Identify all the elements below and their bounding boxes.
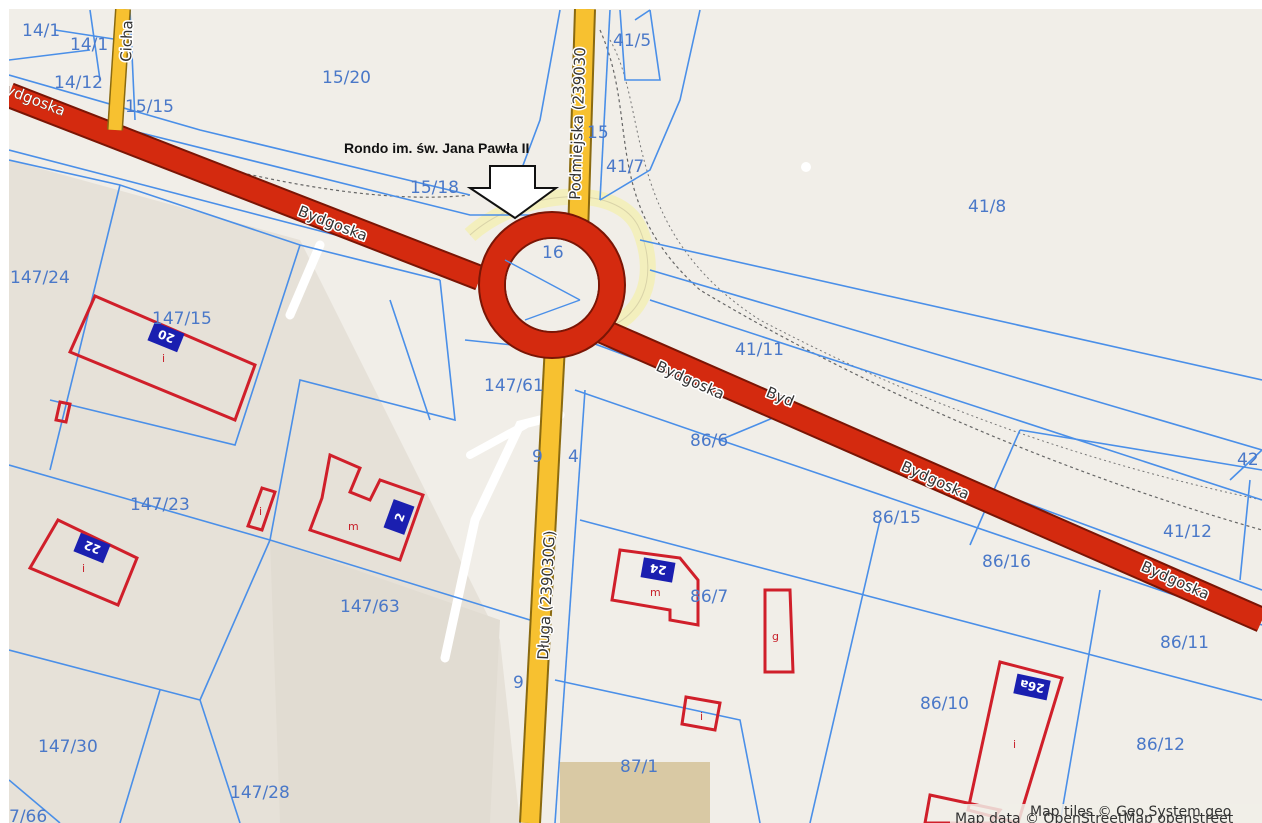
parcel-label: 147/24 bbox=[10, 268, 70, 288]
road-cicha[interactable] bbox=[107, 9, 131, 131]
parcel-label: 147/63 bbox=[340, 597, 400, 617]
building-g bbox=[763, 588, 795, 674]
building-letter: i bbox=[82, 562, 85, 575]
house-number-26a: 26a bbox=[1013, 673, 1051, 701]
svg-text:20: 20 bbox=[156, 326, 177, 345]
parcel-label: 41/12 bbox=[1163, 522, 1212, 542]
road-bydgoska[interactable] bbox=[9, 82, 1262, 632]
road-dluga[interactable] bbox=[519, 344, 566, 823]
building-letter: i bbox=[700, 710, 703, 723]
house-number-24: 24 bbox=[640, 557, 676, 583]
parcel-label: 86/11 bbox=[1160, 633, 1209, 653]
building-letter: m bbox=[348, 520, 359, 533]
dashed-boundary-1 bbox=[119, 139, 471, 198]
parcel-label: 15/20 bbox=[322, 68, 371, 88]
parcel-label: 147/28 bbox=[230, 783, 290, 803]
parcel-label: 15/18 bbox=[410, 178, 459, 198]
dashed-boundary-2 bbox=[599, 29, 1262, 531]
svg-text:26a: 26a bbox=[1019, 677, 1046, 696]
building-i-lower bbox=[680, 695, 722, 732]
parcel-label: 14/12 bbox=[54, 73, 103, 93]
map-marker-dot bbox=[801, 162, 811, 172]
building-letter: g bbox=[772, 630, 779, 643]
parcel-label: 16 bbox=[542, 243, 564, 263]
building-2 bbox=[308, 452, 425, 562]
footpath-3 bbox=[466, 421, 529, 459]
attribution-data[interactable]: Map data © OpenStreetMap openstreet bbox=[955, 811, 1234, 823]
svg-text:22: 22 bbox=[82, 537, 103, 556]
building-letter: i bbox=[162, 352, 165, 365]
parcel-label: 41/5 bbox=[613, 31, 651, 51]
building-26a bbox=[966, 660, 1064, 823]
svg-text:24: 24 bbox=[649, 561, 668, 578]
building-letter: i bbox=[1013, 738, 1016, 751]
parcel-label: 147/23 bbox=[130, 495, 190, 515]
building-24 bbox=[610, 548, 700, 627]
parcel-label: 86/16 bbox=[982, 552, 1031, 572]
attribution-tiles: Map tiles © Geo System geo bbox=[1030, 804, 1231, 820]
parcel-label: 41/11 bbox=[735, 340, 784, 360]
parcel-label: 86/15 bbox=[872, 508, 921, 528]
parcel-label: 87/1 bbox=[620, 757, 658, 777]
parcel-label: 147/15 bbox=[152, 309, 212, 329]
parcel-label: 9 bbox=[513, 673, 524, 693]
parcel-label: 86/10 bbox=[920, 694, 969, 714]
parcel-label: 14/1 bbox=[22, 21, 60, 41]
parcel-label: 7/66 bbox=[9, 807, 47, 823]
building-letter: i bbox=[259, 505, 262, 518]
parcel-label: 4 bbox=[568, 447, 579, 467]
attribution-bg bbox=[950, 804, 1262, 823]
landuse-area-south bbox=[270, 540, 500, 823]
footpath-1 bbox=[285, 240, 325, 320]
building-22 bbox=[27, 518, 139, 607]
parcel-label: 41/8 bbox=[968, 197, 1006, 217]
building-20 bbox=[68, 294, 257, 422]
parcel-label: 42 bbox=[1237, 450, 1259, 470]
parcel-label: 86/6 bbox=[690, 431, 728, 451]
parcel-label: 14/1 bbox=[70, 35, 108, 55]
map-frame[interactable]: 20 22 2 24 26a i i m i m g i i Bydgoska … bbox=[9, 9, 1262, 823]
building-1 bbox=[54, 400, 72, 424]
parcel-label: 41/7 bbox=[606, 157, 644, 177]
footpath-2 bbox=[440, 410, 565, 663]
house-number-2: 2 bbox=[383, 499, 415, 535]
building-letter: m bbox=[650, 586, 661, 599]
road-podmiejska[interactable] bbox=[567, 9, 596, 236]
street-label-cicha: Cicha bbox=[117, 20, 136, 62]
parcel-label: 86/12 bbox=[1136, 735, 1185, 755]
parcel-label: 147/30 bbox=[38, 737, 98, 757]
parcel-label: 9 bbox=[532, 447, 543, 467]
parcel-label: 147/61 bbox=[484, 376, 544, 396]
parcel-label: 15 bbox=[587, 123, 609, 143]
parcel-label: 15/15 bbox=[125, 97, 174, 117]
landuse-sand-area bbox=[560, 762, 710, 823]
building-i-small bbox=[246, 486, 277, 532]
roundabout-callout-label: Rondo im. św. Jana Pawła II bbox=[344, 140, 529, 156]
parcel-label: 86/7 bbox=[690, 587, 728, 607]
cadastral-map[interactable]: 20 22 2 24 26a i i m i m g i i Bydgoska … bbox=[9, 9, 1262, 823]
house-number-20: 20 bbox=[147, 321, 185, 353]
callout-arrow bbox=[466, 165, 560, 220]
house-number-22: 22 bbox=[73, 532, 111, 564]
